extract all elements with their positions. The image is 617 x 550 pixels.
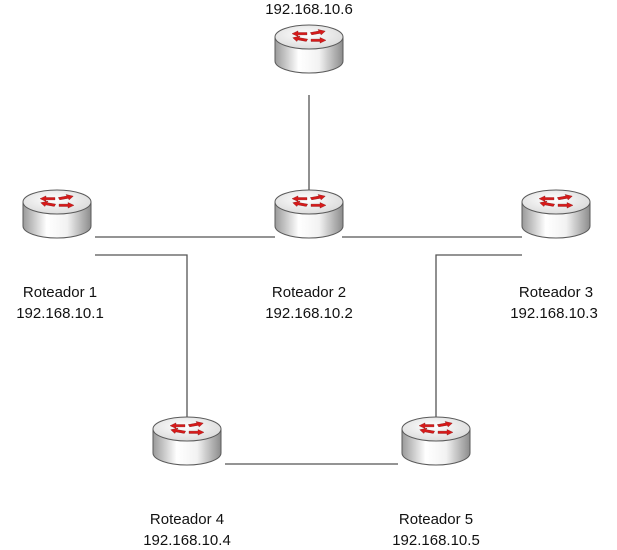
router-6-ip: 192.168.10.6 bbox=[265, 1, 353, 18]
router-5-ip: 192.168.10.5 bbox=[392, 532, 480, 549]
router-4-ip: 192.168.10.4 bbox=[143, 532, 231, 549]
router-icon bbox=[521, 189, 591, 239]
router-1-ip: 192.168.10.1 bbox=[16, 305, 104, 322]
router-2[interactable] bbox=[274, 189, 344, 239]
router-icon bbox=[274, 189, 344, 239]
router-5-name: Roteador 5 bbox=[399, 511, 473, 528]
router-5[interactable] bbox=[401, 416, 471, 466]
link-r3-r5 bbox=[435, 254, 522, 428]
router-6[interactable] bbox=[274, 24, 344, 74]
link-r1-r4 bbox=[95, 254, 188, 428]
router-2-name: Roteador 2 bbox=[272, 284, 346, 301]
router-3[interactable] bbox=[521, 189, 591, 239]
router-3-ip: 192.168.10.3 bbox=[510, 305, 598, 322]
router-3-name: Roteador 3 bbox=[519, 284, 593, 301]
router-1-name: Roteador 1 bbox=[23, 284, 97, 301]
router-1[interactable] bbox=[22, 189, 92, 239]
router-icon bbox=[274, 24, 344, 74]
router-2-ip: 192.168.10.2 bbox=[265, 305, 353, 322]
links bbox=[95, 95, 522, 465]
router-icon bbox=[152, 416, 222, 466]
router-icon bbox=[401, 416, 471, 466]
router-icon bbox=[22, 189, 92, 239]
router-4-name: Roteador 4 bbox=[150, 511, 224, 528]
router-4[interactable] bbox=[152, 416, 222, 466]
